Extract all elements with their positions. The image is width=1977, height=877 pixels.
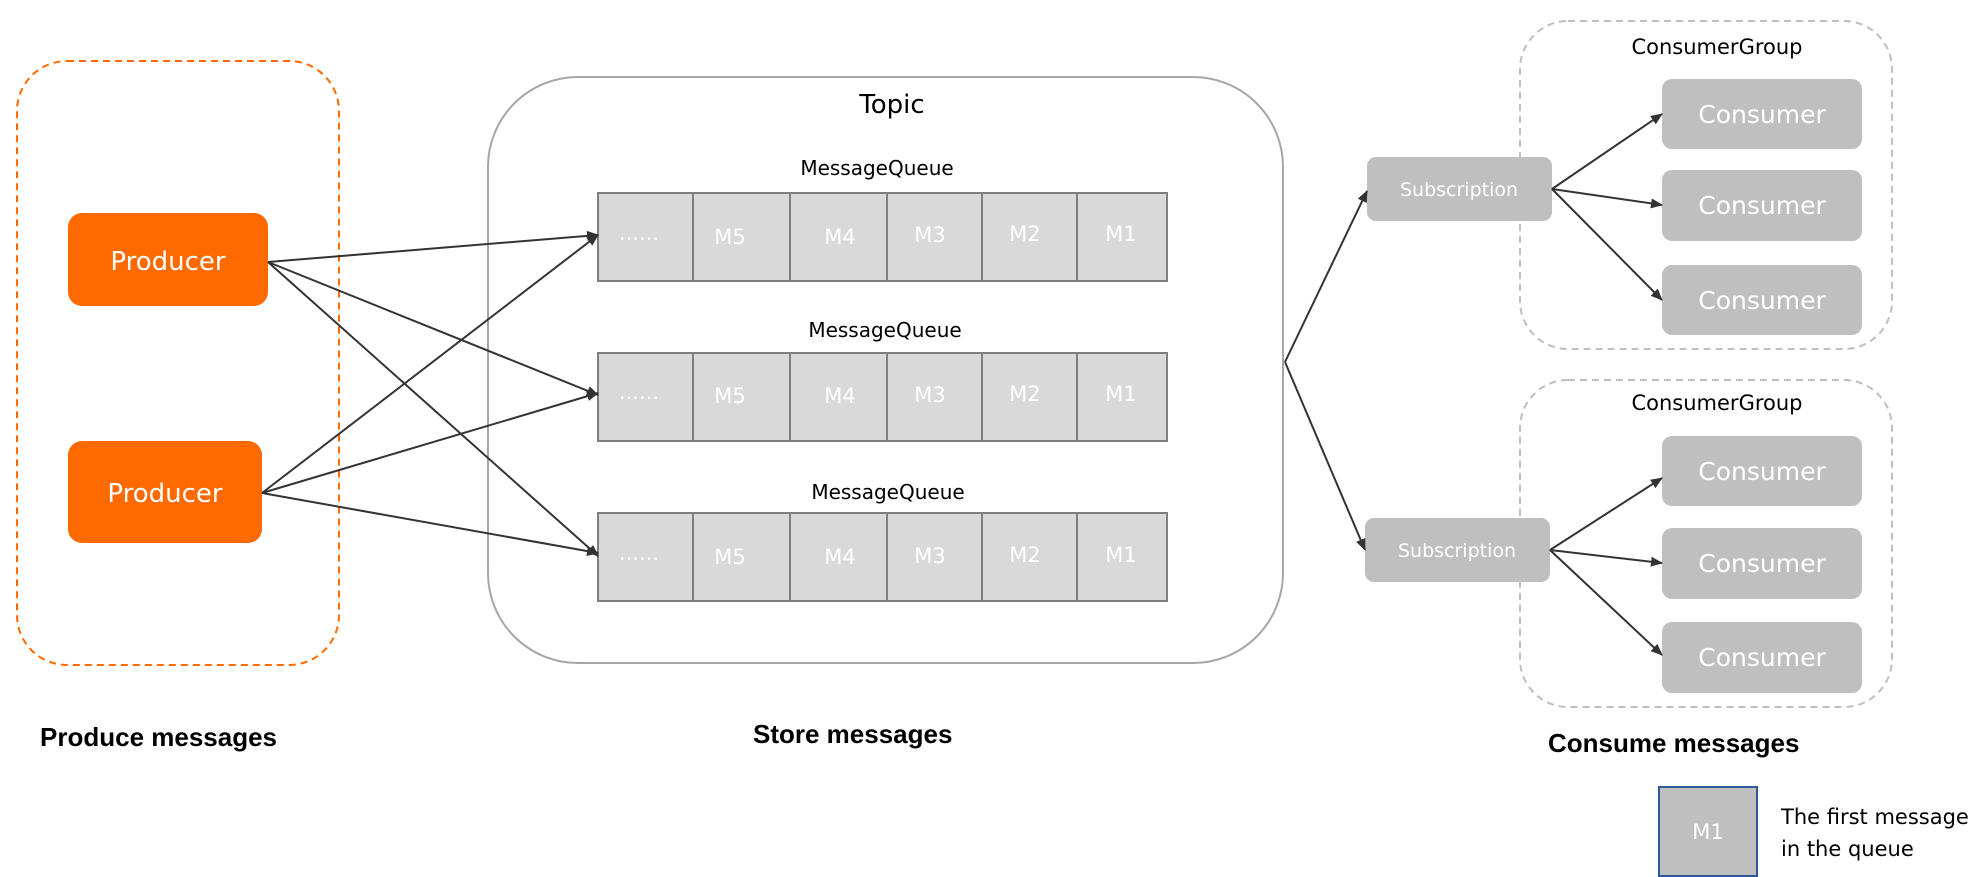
subscribe-arrows — [1284, 190, 1368, 551]
consumer-box[interactable]: Consumer — [1662, 622, 1862, 693]
consumer-label: Consumer — [1698, 643, 1826, 672]
queue-cell-label: M2 — [1009, 222, 1040, 246]
consume-messages-label: Consume messages — [1548, 728, 1799, 758]
consumer-label: Consumer — [1698, 286, 1826, 315]
arrow — [267, 261, 599, 396]
subscription-box[interactable]: Subscription — [1365, 518, 1550, 582]
queue-cell-label: M1 — [1105, 382, 1136, 406]
producer-box-bg — [68, 213, 268, 306]
arrow — [267, 230, 599, 263]
produce-arrows — [261, 230, 599, 557]
arrow — [261, 234, 599, 494]
arrow — [1549, 477, 1663, 551]
legend-cell — [1658, 786, 1758, 877]
queue-cell-label: M5 — [714, 225, 745, 249]
queue-cell-label: M5 — [714, 384, 745, 408]
store-messages-label: Store messages — [753, 719, 952, 749]
queue-cell-label: M3 — [914, 223, 945, 247]
queue-cell-label: M1 — [1105, 543, 1136, 567]
producer-box[interactable]: Producer — [68, 213, 268, 306]
consumer-box[interactable]: Consumer — [1662, 79, 1862, 149]
consumer-group-title: ConsumerGroup — [1631, 35, 1802, 59]
producer-label: Producer — [110, 247, 226, 277]
message-queue-label: MessageQueue — [800, 156, 953, 180]
topic-title: Topic — [858, 90, 924, 120]
message-queue: …… M5 M4 M3 M2 M1 — [597, 192, 1168, 282]
consumer-box[interactable]: Consumer — [1662, 528, 1862, 599]
produce-messages-label: Produce messages — [40, 722, 277, 752]
consumer-label: Consumer — [1698, 549, 1826, 578]
arrow — [1549, 549, 1663, 656]
arrow — [1551, 188, 1663, 209]
arrow — [1551, 188, 1663, 301]
message-queue: …… M5 M4 M3 M2 M1 — [597, 352, 1168, 442]
consumer-label: Consumer — [1698, 100, 1826, 129]
arrow — [261, 492, 599, 556]
consumer-label: Consumer — [1698, 457, 1826, 486]
arrow — [261, 391, 599, 494]
queue-cell-ellipsis: …… — [619, 541, 659, 565]
producer-label: Producer — [107, 479, 223, 509]
arrow — [1549, 549, 1663, 567]
arrow — [267, 261, 599, 557]
legend-cell-label: M1 — [1692, 820, 1723, 844]
consumer-group-title: ConsumerGroup — [1631, 391, 1802, 415]
consumer-group-frame — [1519, 379, 1893, 708]
queue-cell-ellipsis: …… — [619, 221, 659, 245]
consumer-box[interactable]: Consumer — [1662, 436, 1862, 506]
topic-frame — [487, 76, 1284, 664]
queue-cell-label: M3 — [914, 383, 945, 407]
queue-cell-label: M4 — [824, 545, 855, 569]
legend-description: The first message — [1780, 805, 1969, 829]
queue-cell-label: M3 — [914, 544, 945, 568]
queue-cell-label: M1 — [1105, 222, 1136, 246]
message-queue-label: MessageQueue — [811, 480, 964, 504]
queue-cell-label: M2 — [1009, 382, 1040, 406]
consumer-box[interactable]: Consumer — [1662, 170, 1862, 241]
subscription-box[interactable]: Subscription — [1367, 157, 1552, 221]
legend-description: in the queue — [1781, 837, 1914, 861]
consumer-group-frame — [1519, 20, 1893, 350]
subscription-label: Subscription — [1400, 179, 1518, 201]
arrow — [1551, 113, 1663, 190]
queue-cell-label: M2 — [1009, 543, 1040, 567]
subscription-label: Subscription — [1398, 540, 1516, 562]
legend: M1 The first message in the queue — [1658, 786, 1969, 877]
arrow — [1284, 361, 1366, 551]
consumer-label: Consumer — [1698, 191, 1826, 220]
message-queue-label: MessageQueue — [808, 318, 961, 342]
arrow — [1284, 190, 1368, 363]
queue-cell-label: M5 — [714, 545, 745, 569]
consumer-box[interactable]: Consumer — [1662, 265, 1862, 335]
queue-cell-ellipsis: …… — [619, 380, 659, 404]
queue-cell-label: M4 — [824, 384, 855, 408]
consume-arrows — [1549, 113, 1663, 656]
producer-group-frame — [16, 60, 340, 666]
producer-box[interactable]: Producer — [68, 441, 262, 543]
message-queue: …… M5 M4 M3 M2 M1 — [597, 512, 1168, 602]
queue-cell-label: M4 — [824, 225, 855, 249]
producer-box-bg — [68, 441, 262, 543]
